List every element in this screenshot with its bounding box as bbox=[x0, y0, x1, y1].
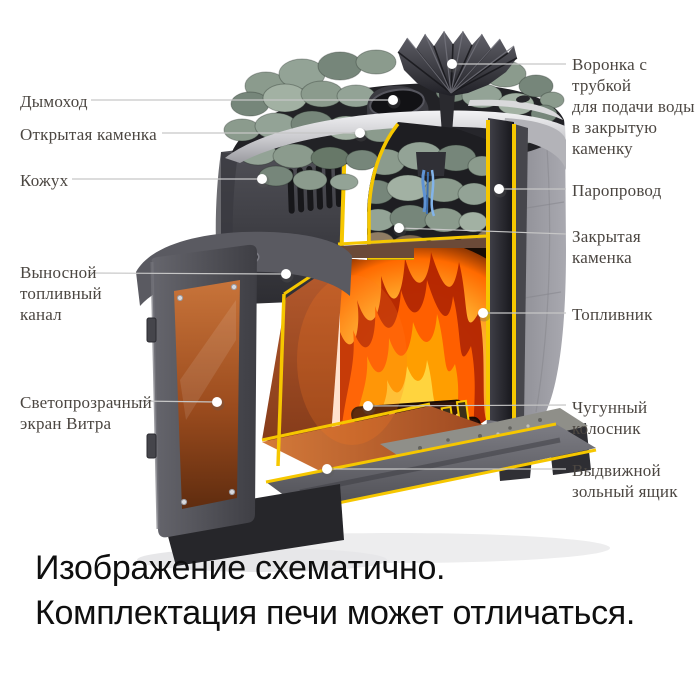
ash-drawer bbox=[265, 408, 597, 512]
label-firebox: Топливник bbox=[572, 305, 653, 324]
caption-line-2: Комплектация печи может отличаться. bbox=[35, 594, 636, 632]
caption-line-1: Изображение схематично. bbox=[35, 549, 446, 587]
label-grate: Чугунный колосник bbox=[572, 398, 648, 438]
label-open-heater: Открытая каменка bbox=[20, 125, 157, 144]
label-casing: Кожух bbox=[20, 171, 69, 190]
label-points bbox=[211, 59, 507, 478]
rim-filler-hole bbox=[516, 95, 530, 103]
glass-door bbox=[174, 280, 240, 509]
door-plinth bbox=[162, 484, 344, 566]
water-feed-tube bbox=[416, 152, 446, 217]
label-funnel: Воронка с трубкой для подачи воды в закр… bbox=[572, 55, 695, 158]
door-rivets bbox=[176, 283, 238, 506]
leader-lines bbox=[72, 63, 567, 470]
label-fuel-channel: Выносной топливный канал bbox=[20, 263, 102, 324]
stones-spill bbox=[258, 165, 359, 191]
label-closed-heater: Закрытая каменка bbox=[572, 227, 641, 267]
fuel-channel-front bbox=[136, 231, 352, 538]
firebox-fire bbox=[340, 248, 486, 444]
label-ash-box: Выдвижной зольный ящик bbox=[572, 461, 678, 501]
label-glass-screen: Светопрозрачный экран Витра bbox=[20, 393, 152, 433]
label-chimney: Дымоход bbox=[20, 92, 88, 111]
steam-pipe bbox=[486, 118, 528, 424]
door-hinges bbox=[146, 317, 157, 459]
label-steam-pipe: Паропровод bbox=[572, 181, 662, 200]
